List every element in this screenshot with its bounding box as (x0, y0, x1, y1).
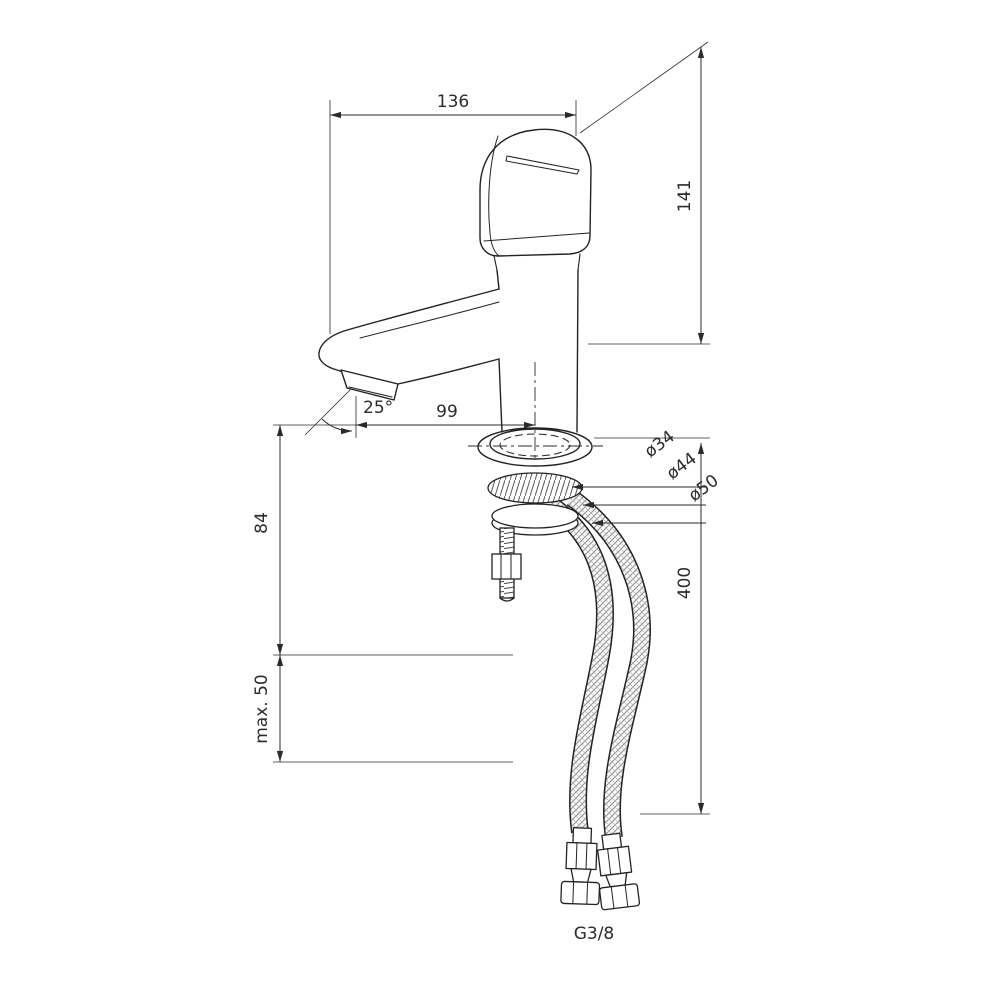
dim-label-dia-base: ø50 (685, 471, 723, 506)
hose-fittings (560, 827, 641, 911)
fitting-right (597, 832, 641, 911)
spout-inner-line (359, 301, 500, 339)
spout-underside (397, 358, 500, 385)
dim-label-spout-angle: 25° (363, 398, 393, 418)
flexible-hoses (543, 490, 651, 840)
fitting-left (560, 827, 601, 906)
handle-slot (505, 155, 580, 175)
dimension-lines (276, 47, 706, 814)
stud-nut (491, 553, 522, 580)
spout-top (318, 288, 500, 373)
aerator (340, 369, 399, 401)
body-column (496, 269, 579, 433)
dim-label-dia-ring: ø44 (663, 449, 701, 484)
dim-label-hose-length: 400 (675, 567, 695, 599)
mounting-hardware (487, 472, 583, 602)
washer (491, 503, 579, 529)
extension-lines (273, 41, 710, 815)
lock-nut (487, 472, 583, 504)
dim-label-overall-width: 136 (437, 92, 469, 112)
angle-arc-25 (321, 418, 353, 435)
dim-label-overall-height: 141 (675, 180, 695, 212)
dim-label-spout-height: 84 (252, 512, 272, 534)
dim-label-thread-size: G3/8 (574, 924, 615, 944)
dim-label-dia-body: ø34 (641, 427, 679, 462)
centerlines (468, 362, 603, 458)
dim-label-spout-reach: 99 (436, 402, 458, 422)
dim-label-max-deck: max. 50 (252, 674, 272, 743)
